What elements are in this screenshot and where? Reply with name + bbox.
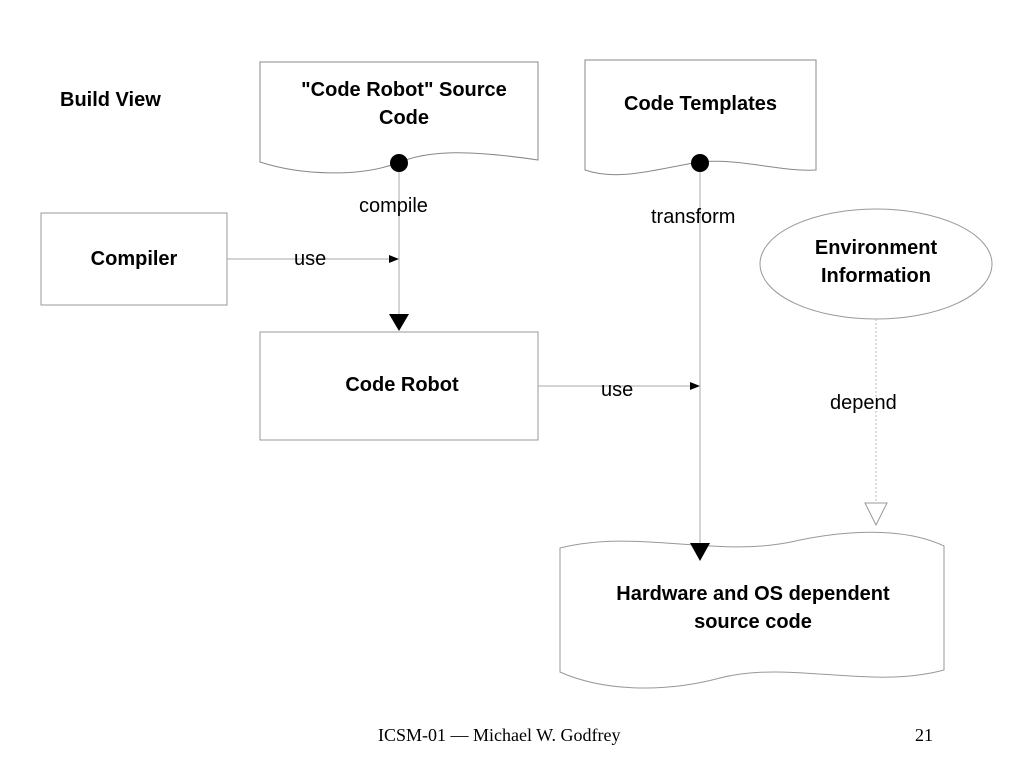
compile-edge-arrowhead (389, 314, 409, 331)
hw-os-source-label: Hardware and OS dependent source code (616, 583, 890, 633)
hw-os-document-shape (559, 531, 945, 689)
transform-edge-label: transform (651, 206, 736, 228)
use-compiler-edge-label: use (294, 248, 327, 270)
compiler-box (40, 212, 228, 306)
use-robot-edge-label: use (601, 379, 634, 401)
environment-label: Environment Information (814, 237, 938, 287)
use-robot-edge-arrowhead (690, 382, 700, 390)
templates-label: Code Templates (624, 93, 777, 115)
compiler-label: Compiler (90, 248, 178, 270)
depend-edge-label: depend (830, 392, 897, 414)
page-number: 21 (915, 725, 933, 745)
transform-origin-dot (691, 154, 709, 172)
footer-credit: ICSM-01 — Michael W. Godfrey (378, 725, 621, 745)
compile-origin-dot (390, 154, 408, 172)
robot-source-label: "Code Robot" Source Code (301, 79, 507, 129)
use-compiler-edge-arrowhead (389, 255, 399, 263)
depend-edge-arrowhead (864, 502, 888, 527)
transform-edge-arrowhead (690, 543, 710, 561)
code-robot-box (259, 331, 539, 441)
diagram-title: Build View (60, 89, 161, 111)
code-robot-label: Code Robot (345, 374, 459, 396)
compile-edge-label: compile (359, 195, 428, 217)
